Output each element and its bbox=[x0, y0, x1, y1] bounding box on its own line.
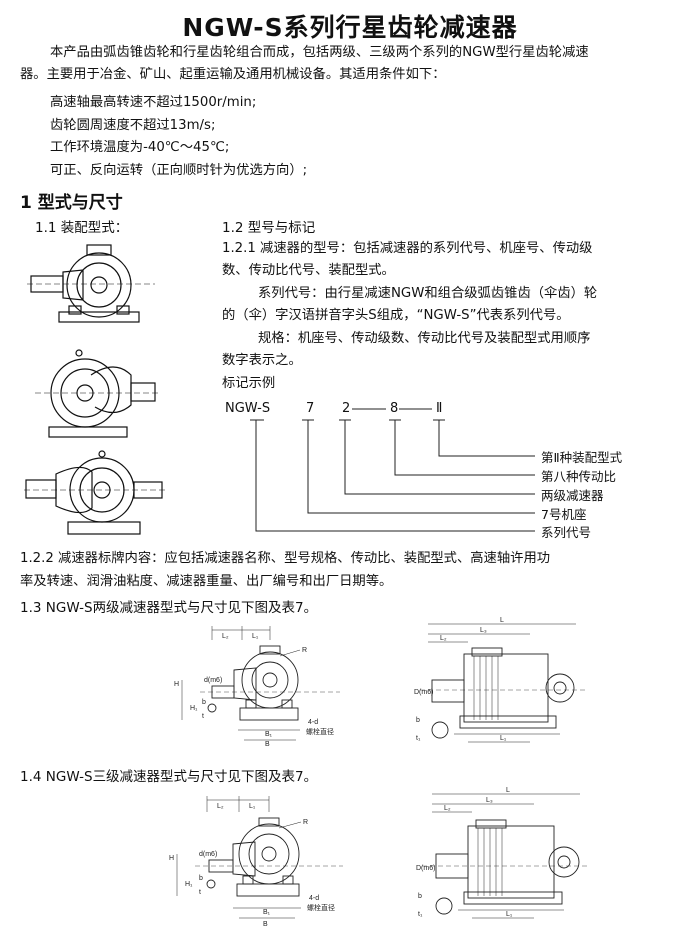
section-1-4-text: 1.4 NGW-S三级减速器型式与尺寸见下图及表7。 bbox=[20, 769, 318, 785]
two-stage-front-view: L₂ L₁ R H H₁ d(m6) b t B₁ B 4-d 螺栓直径 bbox=[174, 626, 340, 748]
s12-line-3: 系列代号：由行星减速NGW和组合级弧齿锥齿（伞齿）轮 bbox=[258, 286, 598, 301]
s122-line-2: 率及转速、润滑油粘度、减速器重量、出厂编号和出厂日期等。 bbox=[20, 574, 393, 589]
dim-b1-front-3: B₁ bbox=[263, 909, 271, 916]
dim-bolt-front-3: 4-d bbox=[309, 895, 319, 902]
dim-d-front: d(m6) bbox=[204, 677, 222, 684]
dim-l-side-3: L bbox=[506, 787, 510, 794]
code-mount: Ⅱ bbox=[436, 401, 443, 416]
dim-r-front-3: R bbox=[303, 819, 308, 826]
dim-h-front: H bbox=[174, 681, 179, 688]
dim-d-side: D(m6) bbox=[414, 689, 433, 696]
dim-t-front: t bbox=[202, 713, 204, 720]
dim-h-front-3: H bbox=[169, 855, 174, 862]
legend-stage: 两级减速器 bbox=[541, 488, 604, 503]
dim-l1-front-3: L₁ bbox=[249, 803, 256, 810]
dim-b1-front: B₁ bbox=[265, 731, 273, 738]
dim-b-side: b bbox=[416, 717, 420, 724]
code-frame: 7 bbox=[306, 401, 315, 416]
condition-3: 工作环境温度为-40℃～45℃; bbox=[50, 140, 230, 155]
code-series: NGW-S bbox=[225, 401, 271, 416]
condition-4: 可正、反向运转（正向顺时针为优选方向）; bbox=[50, 163, 308, 178]
dim-h1-front-3: H₁ bbox=[185, 881, 193, 888]
s12-line-6: 数字表示之。 bbox=[222, 353, 302, 368]
condition-1: 高速轴最高转速不超过1500r/min; bbox=[50, 95, 257, 110]
dim-l1-side: L₁ bbox=[500, 735, 507, 742]
s12-line-1: 1.2.1 减速器的型号：包括减速器的系列代号、机座号、传动级 bbox=[222, 241, 593, 256]
dim-bolt-front: 4-d bbox=[308, 719, 318, 726]
s12-line-7: 标记示例 bbox=[222, 376, 276, 391]
dim-r-front: R bbox=[302, 647, 307, 654]
dim-b-front-3: b bbox=[199, 875, 203, 882]
legend-series: 系列代号 bbox=[541, 525, 592, 540]
legend-frame: 7号机座 bbox=[541, 507, 587, 522]
dim-bw-front: B bbox=[265, 741, 270, 748]
section-1-1-label: 1.1 装配型式： bbox=[35, 220, 129, 236]
s122-line-1: 1.2.2 减速器标牌内容：应包括减速器名称、型号规格、传动比、装配型式、高速轴… bbox=[20, 551, 551, 566]
dim-l2-side: L₂ bbox=[440, 635, 447, 642]
s12-line-2: 数、传动比代号、装配型式。 bbox=[222, 263, 395, 278]
assembly-type-3-drawing bbox=[24, 450, 168, 535]
assembly-type-2-drawing bbox=[35, 349, 161, 438]
dim-l2-front-3: L₂ bbox=[217, 803, 224, 810]
section-1-heading: 1 型式与尺寸 bbox=[20, 193, 123, 213]
dim-l2-side-3: L₂ bbox=[444, 805, 451, 812]
legend-ratio: 第八种传动比 bbox=[541, 469, 617, 484]
intro-line-1: 本产品由弧齿锥齿轮和行星齿轮组合而成，包括两级、三级两个系列的NGW型行星齿轮减… bbox=[50, 45, 589, 60]
code-stage: 2 bbox=[342, 401, 351, 416]
section-1-2-label: 1.2 型号与标记 bbox=[222, 220, 316, 236]
legend-mount: 第Ⅱ种装配型式 bbox=[541, 450, 623, 465]
dim-l3-side-3: L₃ bbox=[486, 797, 493, 804]
assembly-type-1-drawing bbox=[27, 244, 155, 323]
code-ratio: 8 bbox=[390, 401, 399, 416]
section-1-3-text: 1.3 NGW-S两级减速器型式与尺寸见下图及表7。 bbox=[20, 600, 318, 616]
s12-line-5: 规格：机座号、传动级数、传动比代号及装配型式用顺序 bbox=[258, 331, 591, 346]
dim-t-front-3: t bbox=[199, 889, 201, 896]
dim-l-side: L bbox=[500, 617, 504, 624]
dim-bw-front-3: B bbox=[263, 921, 268, 928]
intro-line-2: 器。主要用于冶金、矿山、起重运输及通用机械设备。其适用条件如下： bbox=[20, 67, 446, 82]
dim-t-side-3: t₁ bbox=[418, 911, 423, 918]
dim-l2-front: L₂ bbox=[222, 633, 229, 640]
dim-bolt-label-front: 螺栓直径 bbox=[306, 727, 334, 736]
dim-l1-side-3: L₁ bbox=[506, 911, 513, 918]
two-stage-side-view: L L₃ L₂ D(m6) b t₁ L₁ bbox=[414, 617, 586, 743]
condition-2: 齿轮圆周速度不超过13m/s; bbox=[50, 118, 216, 133]
dim-h1-front: H₁ bbox=[190, 705, 198, 712]
dim-l1-front: L₁ bbox=[252, 633, 259, 640]
three-stage-front-view: L₂ L₁ R H H₁ d(m6) b t B₁ B 4-d 螺栓直径 bbox=[169, 796, 343, 928]
three-stage-side-view: L L₃ L₂ D(m6) b t₁ L₁ bbox=[416, 787, 588, 919]
page-title: NGW-S系列行星齿轮减速器 bbox=[182, 13, 518, 42]
dim-l3-side: L₃ bbox=[480, 627, 487, 634]
s12-line-4: 的（伞）字汉语拼音字头S组成，“NGW-S”代表系列代号。 bbox=[222, 308, 570, 323]
dim-b-front: b bbox=[202, 699, 206, 706]
dim-bolt-label-front-3: 螺栓直径 bbox=[307, 903, 335, 912]
dim-d-side-3: D(m6) bbox=[416, 865, 435, 872]
dim-b-side-3: b bbox=[418, 893, 422, 900]
dim-t-side: t₁ bbox=[416, 735, 421, 742]
dim-d-front-3: d(m6) bbox=[199, 851, 217, 858]
